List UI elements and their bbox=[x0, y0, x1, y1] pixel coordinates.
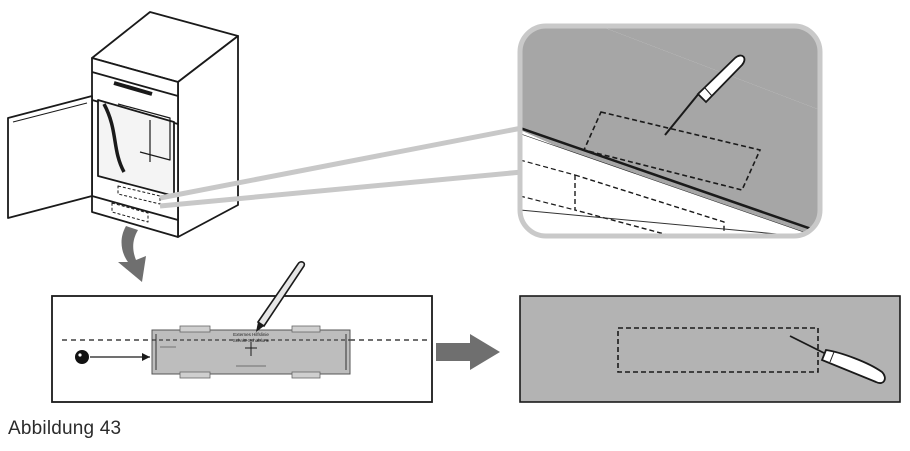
figure-caption: Abbildung 43 bbox=[8, 418, 122, 439]
template-label-line2: Schnitt-Schablone bbox=[233, 338, 270, 343]
zoom-panel bbox=[517, 23, 823, 239]
cut-panel bbox=[519, 295, 901, 403]
template-panel: Externes Hilfslinie Schnitt-Schablone bbox=[51, 261, 433, 403]
cutting-template: Externes Hilfslinie Schnitt-Schablone bbox=[151, 325, 351, 379]
pencil-icon bbox=[256, 261, 306, 332]
curved-arrow-down-icon bbox=[118, 226, 146, 282]
knife-icon bbox=[664, 54, 746, 136]
reference-marker-icon bbox=[75, 350, 89, 364]
cabinet bbox=[7, 11, 239, 238]
template-label-line1: Externes Hilfslinie bbox=[233, 332, 269, 337]
arrow-right-icon bbox=[436, 334, 500, 370]
zoom-projection-lines bbox=[159, 125, 523, 209]
cutter-knife-icon bbox=[789, 335, 886, 384]
